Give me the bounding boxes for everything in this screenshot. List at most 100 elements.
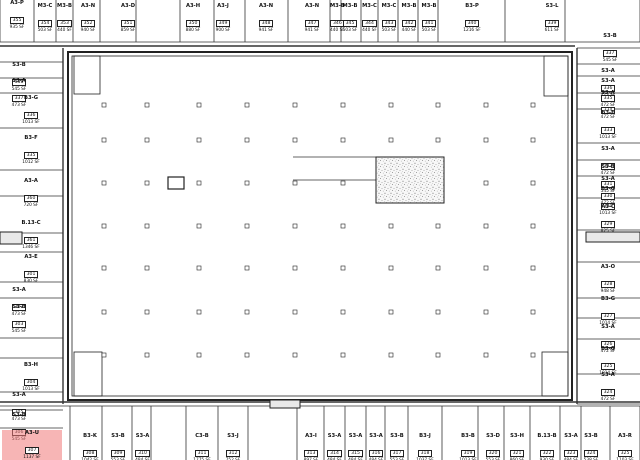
unit-number-tag: 344 [362, 20, 377, 27]
column [483, 265, 489, 271]
unit-number-tag: 337 [602, 50, 618, 57]
column [388, 352, 394, 358]
unit-bottom-13[interactable]: S3-H321860 SF [504, 433, 530, 460]
unit-number-tag: 338 [11, 79, 27, 86]
unit-bottom-2[interactable]: S3-A310484 SF [134, 433, 151, 460]
unit-bottom-4[interactable]: S3-J312752 SF [218, 433, 248, 460]
unit-type-label: B3-J [419, 433, 431, 439]
unit-number-tag: 351 [120, 20, 136, 27]
unit-bottom-16[interactable]: S3-B324538 SF [581, 433, 601, 460]
unit-bottom-10[interactable]: B3-J3181037 SF [408, 433, 442, 460]
unit-type-label: B.13-C [21, 220, 41, 226]
unit-bottom-6[interactable]: S3-A314484 SF [324, 433, 345, 460]
column [144, 137, 150, 143]
unit-type-label: A3-U [25, 430, 39, 436]
unit-area-label: 1013 SF [22, 120, 40, 125]
unit-type-label: M3-B [342, 3, 358, 9]
unit-area-label: 473 SF [11, 312, 27, 317]
unit-bottom-12[interactable]: S3-D320553 SF [482, 433, 504, 460]
unit-type-label: S3-B [584, 433, 598, 439]
unit-area-label: 484 SF [345, 458, 366, 460]
unit-bottom-15[interactable]: S3-A323484 SF [562, 433, 580, 460]
unit-number-tag: 321 [509, 450, 525, 457]
unit-type-label: S3-B [12, 62, 26, 68]
unit-type-label: A3-P [10, 0, 24, 6]
unit-bottom-3[interactable]: C3-B3111775 SF [186, 433, 218, 460]
unit-area-label: 752 SF [218, 458, 248, 460]
unit-bottom-11[interactable]: B3-B3191013 SF [453, 433, 483, 460]
unit-area-label: 1137 SF [23, 455, 41, 460]
unit-top-17[interactable]: A3-P1133 SF [600, 0, 630, 1]
unit-area-label: 538 SF [581, 458, 601, 460]
unit-area-label: 553 SF [482, 458, 504, 460]
column [483, 223, 489, 229]
unit-bottom-7[interactable]: S3-A315484 SF [345, 433, 366, 460]
unit-bottom-5[interactable]: A3-I313897 SF [298, 433, 324, 460]
unit-type-label: S3-A [327, 433, 342, 439]
unit-number-tag: 355 [9, 17, 25, 24]
unit-number-tag: 312 [225, 450, 241, 457]
unit-type-label: B3-P [465, 3, 479, 9]
unit-bottom-14[interactable]: B.13-B322930 SF [534, 433, 560, 460]
column [292, 352, 298, 358]
column [340, 102, 346, 108]
unit-number-tag: 308 [82, 450, 98, 457]
unit-area-label: 545 SF [11, 87, 27, 92]
unit-bottom-17[interactable]: A3-R3251103 SF [610, 433, 640, 460]
unit-area-label: 1216 SF [463, 28, 481, 33]
unit-type-label: B.13-B [537, 433, 557, 439]
unit-area-label: 935 SF [9, 25, 25, 30]
column [340, 309, 346, 315]
unit-number-tag: 352 [80, 20, 96, 27]
column [435, 223, 441, 229]
unit-bottom-0[interactable]: B3-K3081042 SF [76, 433, 104, 460]
unit-bottom-1[interactable]: S3-B309553 SF [104, 433, 132, 460]
unit-bottom-8[interactable]: S3-A316484 SF [366, 433, 386, 460]
service-room [73, 351, 103, 397]
unit-bottom-9[interactable]: S3-B317553 SF [386, 433, 408, 460]
unit-number-tag: 334 [600, 107, 616, 114]
unit-area-label: 545 SF [602, 58, 618, 63]
